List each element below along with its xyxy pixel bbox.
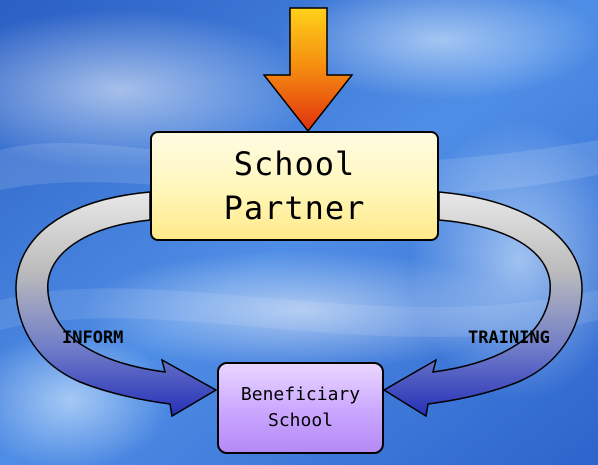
down-arrow-icon [262, 7, 354, 133]
school-partner-line1: School [233, 145, 356, 183]
right-curved-arrow-icon [382, 191, 583, 418]
inform-label: INFORM [62, 328, 124, 348]
school-partner-box: School Partner [150, 131, 439, 241]
left-curved-arrow-icon [15, 191, 218, 418]
beneficiary-school-box: Beneficiary School [217, 362, 384, 454]
beneficiary-school-line2: School [267, 410, 334, 431]
training-label: TRAINING [468, 328, 550, 348]
school-partner-line2: Partner [223, 189, 366, 227]
beneficiary-school-line1: Beneficiary [240, 384, 361, 405]
